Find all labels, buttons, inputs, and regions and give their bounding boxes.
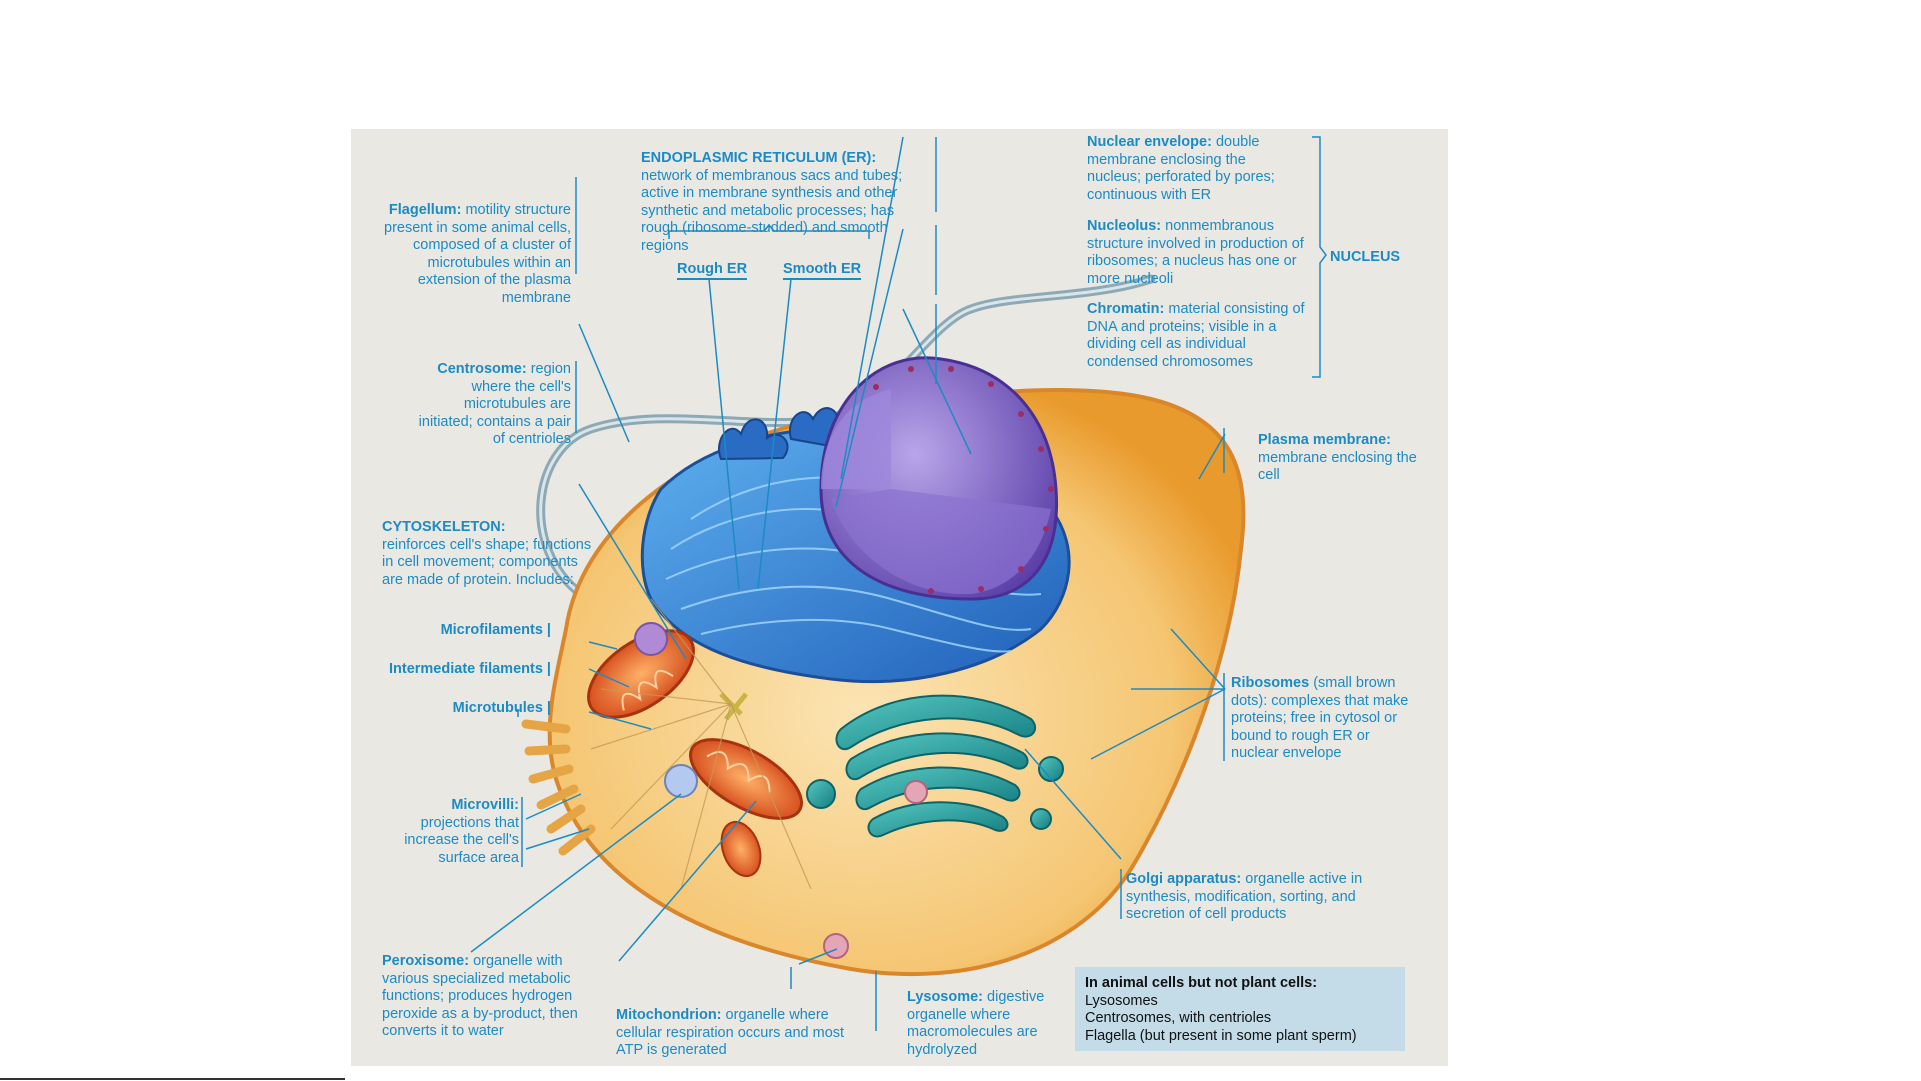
plasma-membrane-title: Plasma membrane: (1258, 432, 1391, 448)
microfilaments-label: Microfilaments | (440, 622, 551, 638)
nucleolus-text: nonmembranous structure involved in prod… (1087, 218, 1304, 287)
cytoskeleton-text: reinforces cell's shape; functions in ce… (382, 536, 592, 588)
mitochondrion-label: Mitochondrion: organelle where cellular … (616, 1007, 861, 1060)
intermediate-filaments-label: Intermediate filaments | (388, 661, 551, 677)
smooth-er-text: Smooth ER (783, 261, 862, 280)
er-label: ENDOPLASMIC RETICULUM (ER): network of m… (641, 150, 911, 255)
golgi-label: Golgi apparatus: organelle active in syn… (1126, 871, 1396, 924)
mitochondrion-title: Mitochondrion: (616, 1007, 722, 1023)
animal-box-item: Flagella (but present in some plant sper… (1085, 1027, 1357, 1044)
chromatin-label: Chromatin: material consisting of DNA an… (1087, 301, 1312, 371)
flagellum-text: motility structure present in some anima… (384, 202, 571, 306)
peroxisome-title: Peroxisome: (382, 953, 470, 969)
golgi-apparatus (806, 694, 1064, 838)
nucleus-bracket (1312, 136, 1327, 378)
centrosome-label: Centrosome: region where the cell's micr… (411, 361, 571, 449)
microvilli (521, 719, 596, 856)
mitochondrion-2 (689, 738, 803, 820)
microvilli-title: Microvilli: (451, 797, 519, 813)
mitochondrion-3 (720, 820, 762, 878)
microtubules-label: Microtubules | (452, 700, 551, 716)
rough-er-label: Rough ER (677, 261, 748, 280)
plasma-membrane-text: membrane enclosing the cell (1258, 449, 1417, 484)
animal-box-item: Centrosomes, with centrioles (1085, 1010, 1272, 1026)
animal-box-heading: In animal cells but not plant cells: (1085, 975, 1318, 991)
microfilaments-text: Microfilaments (440, 622, 543, 638)
microvilli-label: Microvilli: projections that increase th… (379, 797, 519, 867)
peroxisome-label: Peroxisome: organelle with various speci… (382, 953, 582, 1041)
lysosome (823, 933, 849, 959)
cell-illustration (470, 136, 1327, 1031)
nucleolus-label: Nucleolus: nonmembranous structure invol… (1087, 218, 1312, 288)
nucleus (819, 356, 1059, 601)
cytoskeleton-label: CYTOSKELETON: reinforces cell's shape; f… (382, 519, 592, 589)
mitochondrion-1 (587, 629, 695, 719)
nucleolus-title: Nucleolus: (1087, 218, 1162, 234)
mitochondrion-text: organelle where cellular respiration occ… (616, 1007, 845, 1058)
animal-cell-figure: ENDOPLASMIC RETICULUM (ER): network of m… (351, 129, 1448, 1066)
ribosomes-label: Ribosomes (small brown dots): complexes … (1231, 675, 1416, 763)
animal-box-item: Lysosomes (1085, 992, 1158, 1009)
lysosome-text: digestive organelle where macromolecules… (907, 989, 1045, 1058)
er-text: network of membranous sacs and tubes; ac… (641, 167, 903, 254)
lysosome-2 (904, 780, 928, 804)
microvilli-text: projections that increase the cell's sur… (404, 814, 519, 866)
flagellum-title: Flagellum: (388, 202, 462, 218)
smooth-er-label: Smooth ER (783, 261, 862, 280)
centrosome-title: Centrosome: (437, 361, 527, 377)
lysosome-title: Lysosome: (907, 989, 984, 1005)
plasma-membrane-label: Plasma membrane: membrane enclosing the … (1258, 432, 1418, 485)
page-divider (0, 1078, 345, 1080)
cytoskeleton-title: CYTOSKELETON: (382, 519, 506, 535)
peroxisome-text: organelle with various specialized metab… (382, 953, 578, 1039)
nuclear-envelope-text: double membrane enclosing the nucleus; p… (1087, 134, 1275, 203)
ribosomes-text: (small brown dots): complexes that make … (1231, 675, 1409, 761)
chromatin-text: material consisting of DNA and proteins;… (1087, 301, 1305, 370)
microtubules-text: Microtubules (452, 700, 543, 716)
nuclear-envelope-label: Nuclear envelope: double membrane enclos… (1087, 134, 1297, 204)
lysosome-label: Lysosome: digestive organelle where macr… (907, 989, 1062, 1059)
animal-cells-box: In animal cells but not plant cells: Lys… (1075, 967, 1405, 1051)
centrosome-text: region where the cell's microtubules are… (418, 361, 571, 447)
er-bracket (668, 223, 870, 239)
nuclear-envelope-title: Nuclear envelope: (1087, 134, 1212, 150)
rough-er-text: Rough ER (677, 261, 748, 280)
nucleus-label: NUCLEUS (1330, 249, 1401, 265)
vesicle (634, 622, 668, 656)
intermediate-filaments-text: Intermediate filaments (388, 661, 543, 677)
ribosomes-title: Ribosomes (1231, 675, 1310, 691)
golgi-title: Golgi apparatus: (1126, 871, 1242, 887)
peroxisome (664, 764, 698, 798)
golgi-text: organelle active in synthesis, modificat… (1126, 871, 1363, 922)
er-title: ENDOPLASMIC RETICULUM (ER): (641, 150, 877, 166)
chromatin-title: Chromatin: (1087, 301, 1165, 317)
flagellum-label: Flagellum: motility structure present in… (381, 202, 571, 307)
